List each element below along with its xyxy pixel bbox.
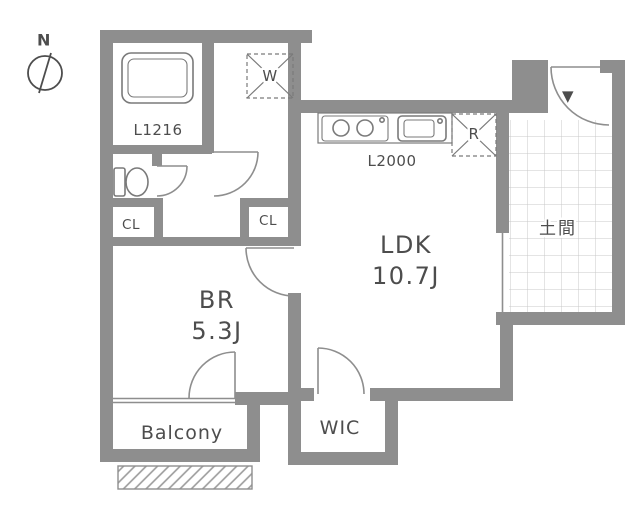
door-swings [156, 66, 610, 399]
wall-segment [496, 113, 509, 233]
door-arc [245, 247, 295, 297]
closet-left-label: CL [122, 217, 140, 233]
fixtures [113, 52, 497, 197]
bathroom-label: L1216 [133, 121, 182, 139]
wall-segment [240, 198, 298, 207]
wall-segment [113, 145, 212, 154]
wall-segment [496, 312, 625, 325]
wall-segment [154, 198, 163, 246]
bedroom-size-label: 5.3J [191, 317, 242, 345]
wall-segment [152, 154, 162, 166]
entrance-hall-label: 土間 [539, 219, 577, 239]
door-arc [550, 66, 610, 126]
door-arc [156, 165, 188, 197]
thin-lines [113, 233, 504, 404]
wall-segment [113, 237, 298, 246]
wall-segment [370, 388, 513, 401]
wall-segment [295, 100, 520, 113]
wall-segment [600, 60, 625, 73]
room-labels: N L1216 W L2000 R 土間 CL CL BR 5.3J LDK 1… [37, 31, 577, 445]
wall-segment [202, 43, 214, 153]
wall-segment [247, 398, 260, 462]
toilet-icon [113, 167, 149, 197]
wall-segment [235, 392, 301, 405]
wall-segment [612, 73, 625, 325]
wall-segment [288, 388, 301, 465]
compass-needle [38, 52, 52, 94]
walls [100, 30, 625, 465]
wall-segment [288, 43, 301, 246]
kitchen-label: L2000 [367, 152, 416, 170]
balcony-hatch-strip [117, 465, 253, 490]
washer-space-icon [246, 53, 294, 99]
compass-circle [27, 55, 63, 91]
door-arc [213, 151, 259, 197]
wall-segment [512, 60, 548, 113]
fridge-space-icon [451, 113, 497, 157]
compass [27, 52, 63, 94]
bedroom-name-label: BR [199, 286, 235, 314]
washer-label: W [262, 67, 277, 85]
entrance-marker: ▼ [562, 87, 574, 105]
stove-icon [321, 115, 389, 142]
entrance-hall-tile-floor [509, 120, 612, 312]
balcony-label: Balcony [141, 422, 223, 444]
living-size-label: 10.7J [372, 262, 440, 290]
bathtub-icon [121, 52, 194, 104]
walk-in-closet-label: WIC [320, 417, 361, 439]
door-arc [188, 351, 236, 399]
door-arc [317, 347, 365, 395]
closet-hall-label: CL [259, 213, 277, 229]
wall-segment [100, 449, 260, 462]
compass-north-label: N [37, 31, 51, 50]
wall-segment [288, 452, 398, 465]
sink-icon [397, 115, 447, 142]
wall-segment [288, 293, 301, 401]
fridge-label: R [469, 125, 480, 143]
wall-segment [100, 30, 113, 462]
kitchen-counter [317, 112, 453, 144]
wall-segment [500, 325, 513, 401]
living-name-label: LDK [380, 231, 432, 259]
wall-segment [100, 30, 312, 43]
wall-segment [385, 401, 398, 465]
wall-segment [240, 198, 249, 246]
wall-segment [113, 198, 162, 207]
